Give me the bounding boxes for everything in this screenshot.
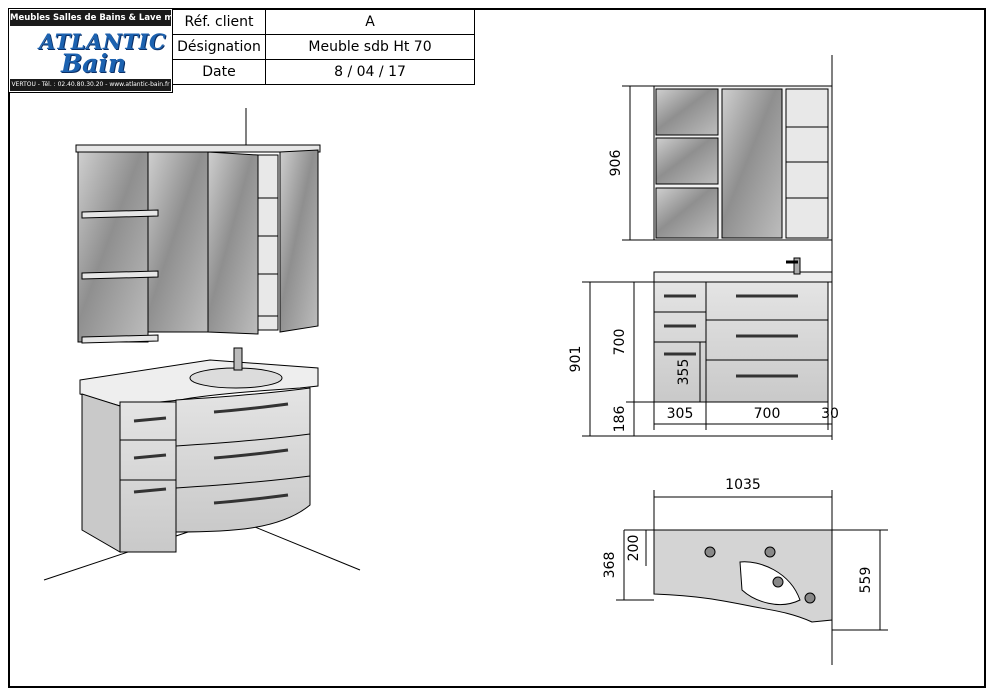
title-block-table: Réf. client A Désignation Meuble sdb Ht … xyxy=(172,9,475,85)
title-row-date: Date 8 / 04 / 17 xyxy=(172,59,475,85)
top-basin xyxy=(739,561,801,606)
dim-label-305: 305 xyxy=(667,406,694,422)
front-mirror-pane-2 xyxy=(655,137,719,185)
company-logo: Meubles Salles de Bains & Lave mains ATL… xyxy=(9,9,173,93)
sheet-border xyxy=(8,8,986,688)
dim-label-368: 368 xyxy=(602,552,618,579)
front-vanity xyxy=(653,257,833,403)
dim-label-200: 200 xyxy=(626,535,642,562)
side-shelf-2 xyxy=(81,270,159,280)
front-mirror-pane-1 xyxy=(655,88,719,136)
curved-drawer-divider-1 xyxy=(175,433,311,447)
dim-label-700-horizontal: 700 xyxy=(754,406,781,422)
front-dimension-lines xyxy=(582,85,832,437)
top-knob-1 xyxy=(704,546,716,558)
handle-curved-3 xyxy=(213,493,289,505)
mirror-shelf-column xyxy=(257,154,279,331)
ref-label: Réf. client xyxy=(172,9,266,35)
front-view: 906 901 700 355 186 305 700 30 xyxy=(568,55,839,440)
handle-left-2 xyxy=(133,453,167,460)
logo-name-line2: Bain xyxy=(61,49,127,78)
perspective-view xyxy=(43,108,361,581)
mirror-left-panel xyxy=(77,151,149,343)
date-label: Date xyxy=(172,59,266,85)
curved-drawer-divider-2 xyxy=(175,475,311,489)
logo-tagline: Meubles Salles de Bains & Lave mains xyxy=(10,10,171,26)
front-shelf-column xyxy=(785,88,829,239)
handle-left-1 xyxy=(133,416,167,423)
vanity-unit xyxy=(79,347,319,553)
vanity-side xyxy=(81,393,121,553)
dim-label-559: 559 xyxy=(858,567,874,594)
vanity-faucet xyxy=(233,347,243,371)
dim-label-186: 186 xyxy=(612,406,628,433)
designation-label: Désignation xyxy=(172,34,266,60)
vanity-left-column xyxy=(119,401,177,553)
mirror-cabinet xyxy=(75,144,321,344)
dim-label-700-vertical: 700 xyxy=(612,329,628,356)
dim-label-30: 30 xyxy=(821,406,839,422)
dim-label-1035: 1035 xyxy=(725,477,761,493)
side-shelf-3 xyxy=(81,334,159,344)
mirror-center-panel xyxy=(147,151,209,333)
dim-label-901: 901 xyxy=(568,346,584,373)
date-value: 8 / 04 / 17 xyxy=(265,59,475,85)
front-faucet xyxy=(793,257,801,275)
front-mirror-pane-3 xyxy=(655,187,719,239)
front-countertop xyxy=(653,271,833,283)
logo-contact: VERTOU - Tél. : 02.40.80.30.20 - www.atl… xyxy=(10,79,171,91)
handle-left-3 xyxy=(133,487,167,494)
floor-line-right xyxy=(249,524,361,571)
top-view: 1035 368 200 559 xyxy=(602,477,888,665)
front-mirror-door xyxy=(721,88,783,239)
front-mirror-cabinet xyxy=(653,85,833,241)
front-right-drawers xyxy=(705,281,829,403)
dim-label-906: 906 xyxy=(608,150,624,177)
vanity-basin xyxy=(189,367,283,389)
top-knob-2 xyxy=(764,546,776,558)
dim-label-355: 355 xyxy=(676,359,692,386)
top-knob-4 xyxy=(804,592,816,604)
mirror-right-door xyxy=(279,149,319,333)
side-shelf-1 xyxy=(81,209,159,219)
title-row-designation: Désignation Meuble sdb Ht 70 xyxy=(172,34,475,60)
handle-curved-1 xyxy=(213,402,289,414)
mirror-door-open xyxy=(207,151,259,335)
logo-name-line1: ATLANTIC xyxy=(39,29,167,54)
top-knob-3 xyxy=(772,576,784,588)
mirror-top-panel xyxy=(75,144,321,153)
handle-curved-2 xyxy=(213,448,289,460)
